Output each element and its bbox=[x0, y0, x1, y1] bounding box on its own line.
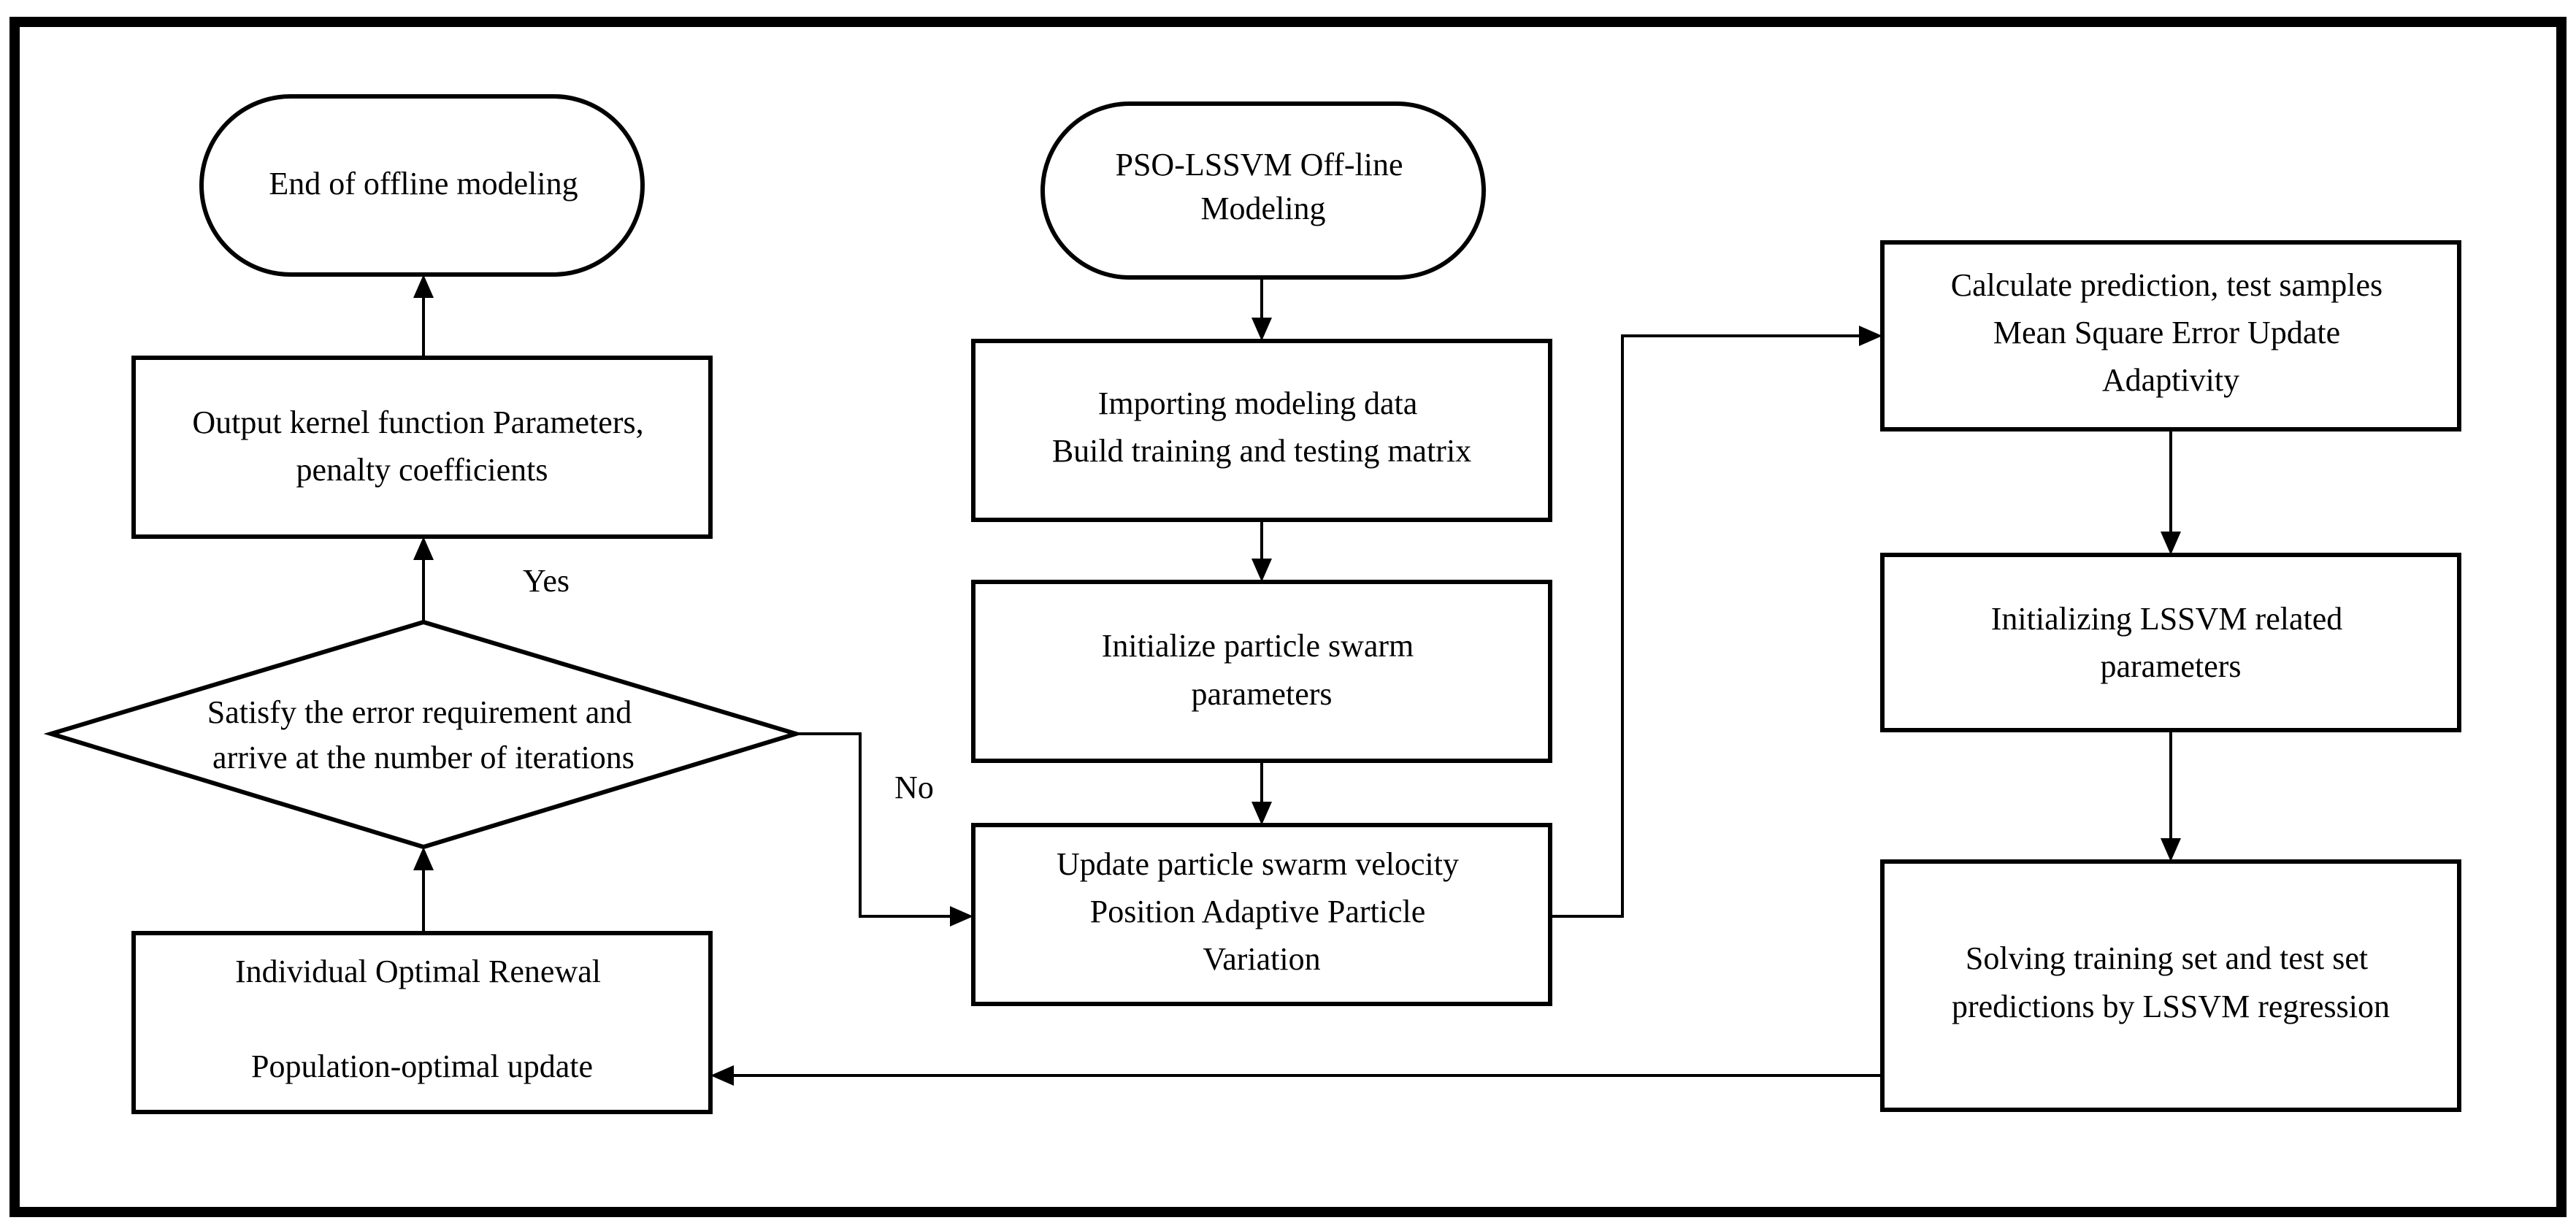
output-params-line-2: penalty coefficients bbox=[296, 452, 548, 488]
calc-prediction-label: Calculate prediction, test samples Mean … bbox=[1951, 267, 2391, 398]
init-lssvm-line-1: Initializing LSSVM related bbox=[1991, 601, 2342, 637]
init-pso-line-1: Initialize particle swarm bbox=[1102, 628, 1414, 664]
update-velocity-line-1: Update particle swarm velocity bbox=[1057, 846, 1459, 882]
optimal-update-line-1: Individual Optimal Renewal bbox=[235, 954, 601, 989]
import-data-line-1: Importing modeling data bbox=[1098, 386, 1417, 421]
edge-decision-to-update-no bbox=[796, 732, 950, 918]
init-pso-label: Initialize particle swarm parameters bbox=[1102, 628, 1422, 712]
solve-regression-line-1: Solving training set and test set bbox=[1966, 940, 2368, 976]
update-velocity-label: Update particle swarm velocity Position … bbox=[1057, 846, 1467, 977]
arrowhead bbox=[710, 1065, 734, 1086]
optimal-update-box bbox=[131, 931, 713, 1114]
output-params-line-1: Output kernel function Parameters, bbox=[192, 404, 643, 440]
import-data-label: Importing modeling data Build training a… bbox=[1052, 386, 1471, 469]
optimal-update-label: Individual Optimal Renewal Population-op… bbox=[235, 954, 609, 1084]
solve-regression-label: Solving training set and test set predic… bbox=[1952, 940, 2390, 1024]
arrowhead bbox=[1251, 559, 1272, 582]
calc-prediction-box bbox=[1880, 240, 2461, 432]
update-velocity-line-3: Variation bbox=[1203, 941, 1320, 977]
solve-regression-box bbox=[1880, 859, 2461, 1112]
calc-prediction-line-1: Calculate prediction, test samples bbox=[1951, 267, 2383, 303]
end-label: End of offline modeling bbox=[269, 166, 578, 202]
arrowhead bbox=[1251, 802, 1272, 825]
update-velocity-line-2: Position Adaptive Particle bbox=[1090, 894, 1426, 929]
output-params-box bbox=[131, 356, 713, 539]
start-label-line-2: Modeling bbox=[1200, 191, 1325, 226]
start-label-line-1: PSO-LSSVM Off-line bbox=[1115, 147, 1403, 183]
import-data-box bbox=[971, 339, 1552, 522]
arrowhead bbox=[413, 275, 434, 298]
end-label-line-1: End of offline modeling bbox=[269, 166, 578, 202]
decision-line-1: Satisfy the error requirement and bbox=[207, 694, 632, 730]
arrowhead bbox=[2161, 532, 2181, 555]
output-params-label: Output kernel function Parameters, penal… bbox=[192, 404, 651, 488]
calc-prediction-line-3: Adaptivity bbox=[2102, 362, 2239, 398]
edge-update-to-calc bbox=[1550, 334, 1859, 918]
decision-label: Satisfy the error requirement and arrive… bbox=[207, 694, 640, 775]
decision-line-2: arrive at the number of iterations bbox=[212, 740, 635, 775]
init-lssvm-line-2: parameters bbox=[2101, 648, 2242, 684]
calc-prediction-line-2: Mean Square Error Update bbox=[1993, 315, 2340, 350]
end-terminator bbox=[199, 94, 645, 277]
no-label: No bbox=[894, 770, 934, 805]
optimal-update-line-3: Population-optimal update bbox=[251, 1048, 593, 1084]
init-lssvm-box bbox=[1880, 553, 2461, 732]
arrowhead bbox=[1859, 326, 1882, 346]
import-data-line-2: Build training and testing matrix bbox=[1052, 433, 1471, 469]
solve-regression-line-2: predictions by LSSVM regression bbox=[1952, 989, 2390, 1024]
start-label: PSO-LSSVM Off-line Modeling bbox=[1115, 147, 1411, 226]
arrowhead bbox=[2161, 838, 2181, 862]
arrowhead bbox=[1251, 318, 1272, 341]
arrowhead bbox=[950, 906, 973, 927]
yes-label: Yes bbox=[523, 563, 570, 599]
init-pso-line-2: parameters bbox=[1192, 676, 1333, 712]
init-pso-box bbox=[971, 580, 1552, 763]
arrowhead bbox=[413, 537, 434, 560]
init-lssvm-label: Initializing LSSVM related parameters bbox=[1991, 601, 2350, 684]
arrowhead bbox=[413, 847, 434, 870]
